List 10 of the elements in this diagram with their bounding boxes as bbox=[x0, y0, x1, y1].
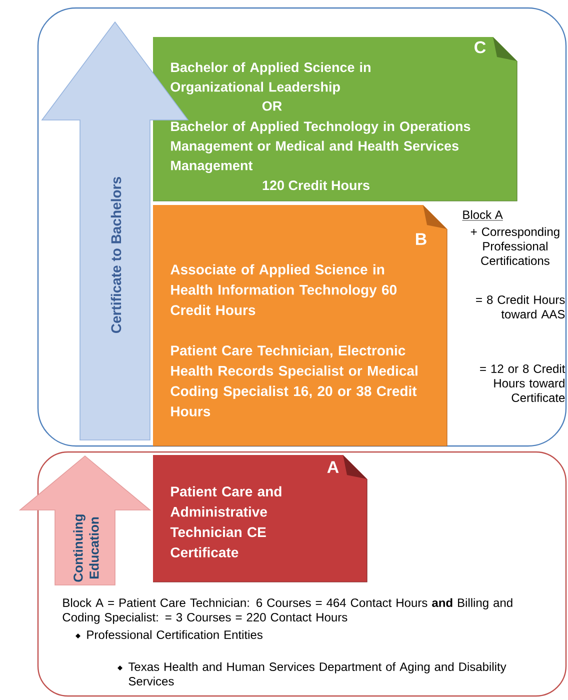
note-text: + Corresponding Professional Certifications bbox=[470, 227, 560, 265]
block-label: Block A bbox=[462, 210, 504, 221]
note-text: Block A = Patient Care Technician: 6 Courses = 464 Contact Hours and Billing and Coding Specialist: = 3 Courses = 220 Contact Hours bbox=[62, 598, 512, 624]
note-text: = 12 or 8 Credit Hours toward Certificate bbox=[480, 364, 566, 402]
note-text: = 8 Credit Hours toward AAS bbox=[476, 295, 565, 318]
list-item: Professional Certification Entities bbox=[76, 630, 262, 639]
program-box: A Patient Care and Administrative Technician CE Certificate bbox=[152, 455, 368, 582]
program-box: B Associate of Applied Science in Health Information Technology 60 Credit Hours Patient Care Technician, Electronic Health Records Specialist or Medical Coding Specialist 16, 20 or 38 Credit Hours bbox=[152, 205, 448, 446]
program-box: C Bachelor of Applied Science in Organizational Leadership OR Bachelor of Applied Technology in Operations Management or Medical and Health Services Management 120 Credit Hours bbox=[152, 37, 518, 202]
list-item: Texas Health and Human Services Department of Aging and Disability Services bbox=[118, 662, 506, 686]
